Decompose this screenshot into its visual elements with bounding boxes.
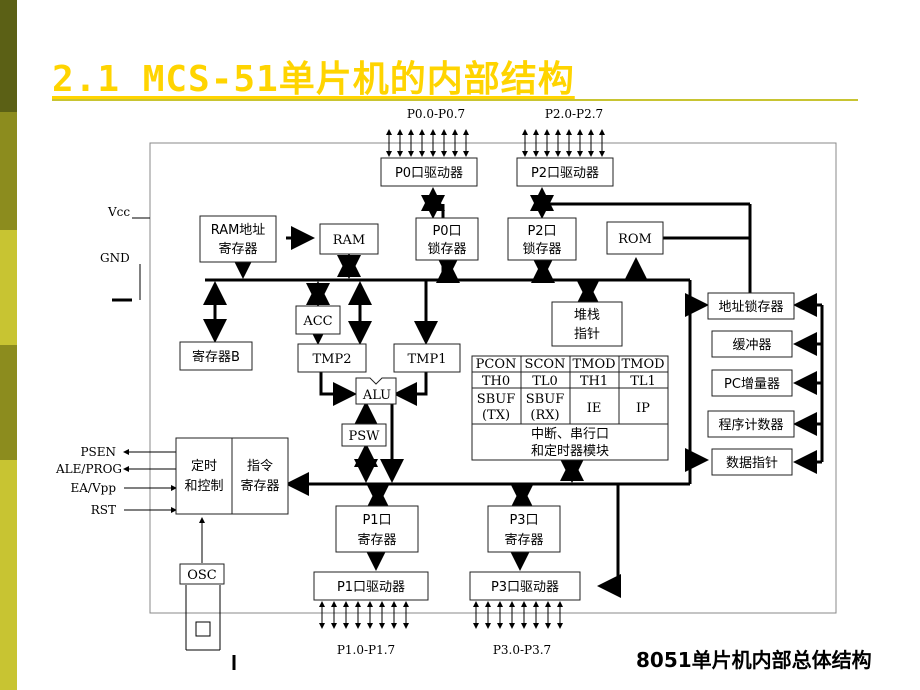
port-pin-arrows [319,129,605,629]
bus-arrows [203,187,824,598]
p2-driver-label: P2口驱动器 [531,166,599,181]
buffer-box [711,330,793,358]
title-rule [52,99,858,101]
p0-latch-label-2: 锁存器 [427,241,466,257]
sidebar-stripe-3 [0,345,17,460]
program-counter-box [707,410,795,438]
addr-latch-box [707,292,795,320]
reg-b-label: 寄存器B [192,349,240,365]
sidebar-stripe-4 [0,460,17,690]
port-p2-label: P2.0-P2.7 [545,107,603,121]
alu-label: ALU [362,388,391,403]
data-pointer-label: 数据指针 [726,456,778,471]
port-p1-label: P1.0-P1.7 [337,643,395,657]
sidebar-stripe-2 [0,230,17,345]
osc-box [179,563,225,585]
p0-latch-label-1: P0口 [432,224,461,239]
timing-control-box [175,437,233,515]
pin-gnd-label: GND [100,251,130,265]
p3-reg-label-1: P3口 [509,513,538,528]
sfr-ip: IP [636,401,650,416]
ram-label: RAM [333,233,366,248]
ram-box [319,223,379,255]
p2-latch-label-2: 锁存器 [522,241,561,257]
instruction-register-box [231,437,289,515]
p0-latch-box [415,217,479,261]
sfr-sbuf-tx-1: SBUF [477,392,515,407]
sfr-th1: TH1 [580,374,608,389]
acc-label: ACC [302,314,332,329]
pc-incrementer-box [711,369,793,397]
p3-reg-label-2: 寄存器 [504,532,543,548]
buffer-label: 缓冲器 [732,338,771,353]
p0-driver-box [380,157,478,187]
p0-driver-label: P0口驱动器 [395,166,463,181]
sfr-ie: IE [587,401,602,416]
data-pointer-box [711,448,793,476]
sfr-th0: TH0 [482,374,510,389]
sfr-tmod-a: TMOD [572,357,615,372]
tmp2-label: TMP2 [313,352,352,367]
psw-label: PSW [348,429,380,444]
pin-arrows [112,217,236,670]
stack-pointer-box [551,301,623,347]
tmp1-label: TMP1 [408,352,447,367]
pin-rst-label: RST [91,503,116,517]
p1-driver-label: P1口驱动器 [337,580,405,595]
ram-addr-label-1: RAM地址 [211,223,266,238]
p2-driver-box [516,157,614,187]
osc-label: OSC [187,568,217,583]
p1-reg-label-1: P1口 [362,513,391,528]
p2-latch-box [507,217,577,261]
p3-driver-label: P3口驱动器 [491,580,559,595]
pin-ea-label: EA/Vpp [71,481,117,495]
rom-label: ROM [618,232,652,247]
pin-ale-label: ALE/PROG [55,462,122,476]
sidebar-stripe-top [0,0,17,112]
p3-reg-box [487,505,561,553]
pin-psen-label: PSEN [80,445,116,459]
stack-pointer-label-2: 指针 [574,327,600,342]
ram-addr-box [199,215,277,263]
sfr-module-label-2: 和定时器模块 [531,444,609,459]
chip-outline [149,142,837,614]
p1-reg-label-2: 寄存器 [357,532,396,548]
tmp1-box [393,343,461,373]
tmp2-box [297,343,367,373]
slide-title: 2.1 MCS-51单片机的内部结构 [52,59,575,100]
ram-addr-label-2: 寄存器 [218,241,257,257]
sfr-scon: SCON [525,357,566,372]
stack-pointer-label-1: 堆栈 [574,308,600,323]
p3-driver-box [469,571,581,601]
port-p0-label: P0.0-P0.7 [407,107,465,121]
sfr-sbuf-tx-2: (TX) [482,408,510,423]
sidebar-stripe-1 [0,112,17,230]
sfr-pcon: PCON [476,357,517,372]
rom-box [606,221,664,255]
psw-box [341,423,387,447]
port-p3-label: P3.0-P3.7 [493,643,551,657]
sfr-tl0: TL0 [532,374,558,389]
p1-reg-box [335,505,419,553]
p1-driver-box [313,571,429,601]
p2-latch-label-1: P2口 [527,224,556,239]
sfr-tmod-b: TMOD [621,357,664,372]
sfr-tl1: TL1 [630,374,656,389]
timing-control-label-2: 和控制 [184,479,223,494]
figure-caption: 8051单片机内部总体结构 [636,648,872,672]
reg-b-box [179,341,253,371]
acc-box [295,305,341,335]
timing-control-label-1: 定时 [191,459,217,474]
pin-vcc-label: Vcc [107,205,130,219]
program-counter-label: 程序计数器 [718,418,783,433]
sfr-sbuf-rx-2: (RX) [530,408,559,423]
alu-box [355,377,397,405]
instruction-register-label-1: 指令 [247,459,273,474]
pc-incrementer-label: PC增量器 [724,377,780,392]
addr-latch-label: 地址锁存器 [718,299,783,315]
instruction-register-label-2: 寄存器 [240,478,279,494]
sfr-sbuf-rx-1: SBUF [526,392,564,407]
sfr-module-label-1: 中断、串行口 [531,427,609,442]
